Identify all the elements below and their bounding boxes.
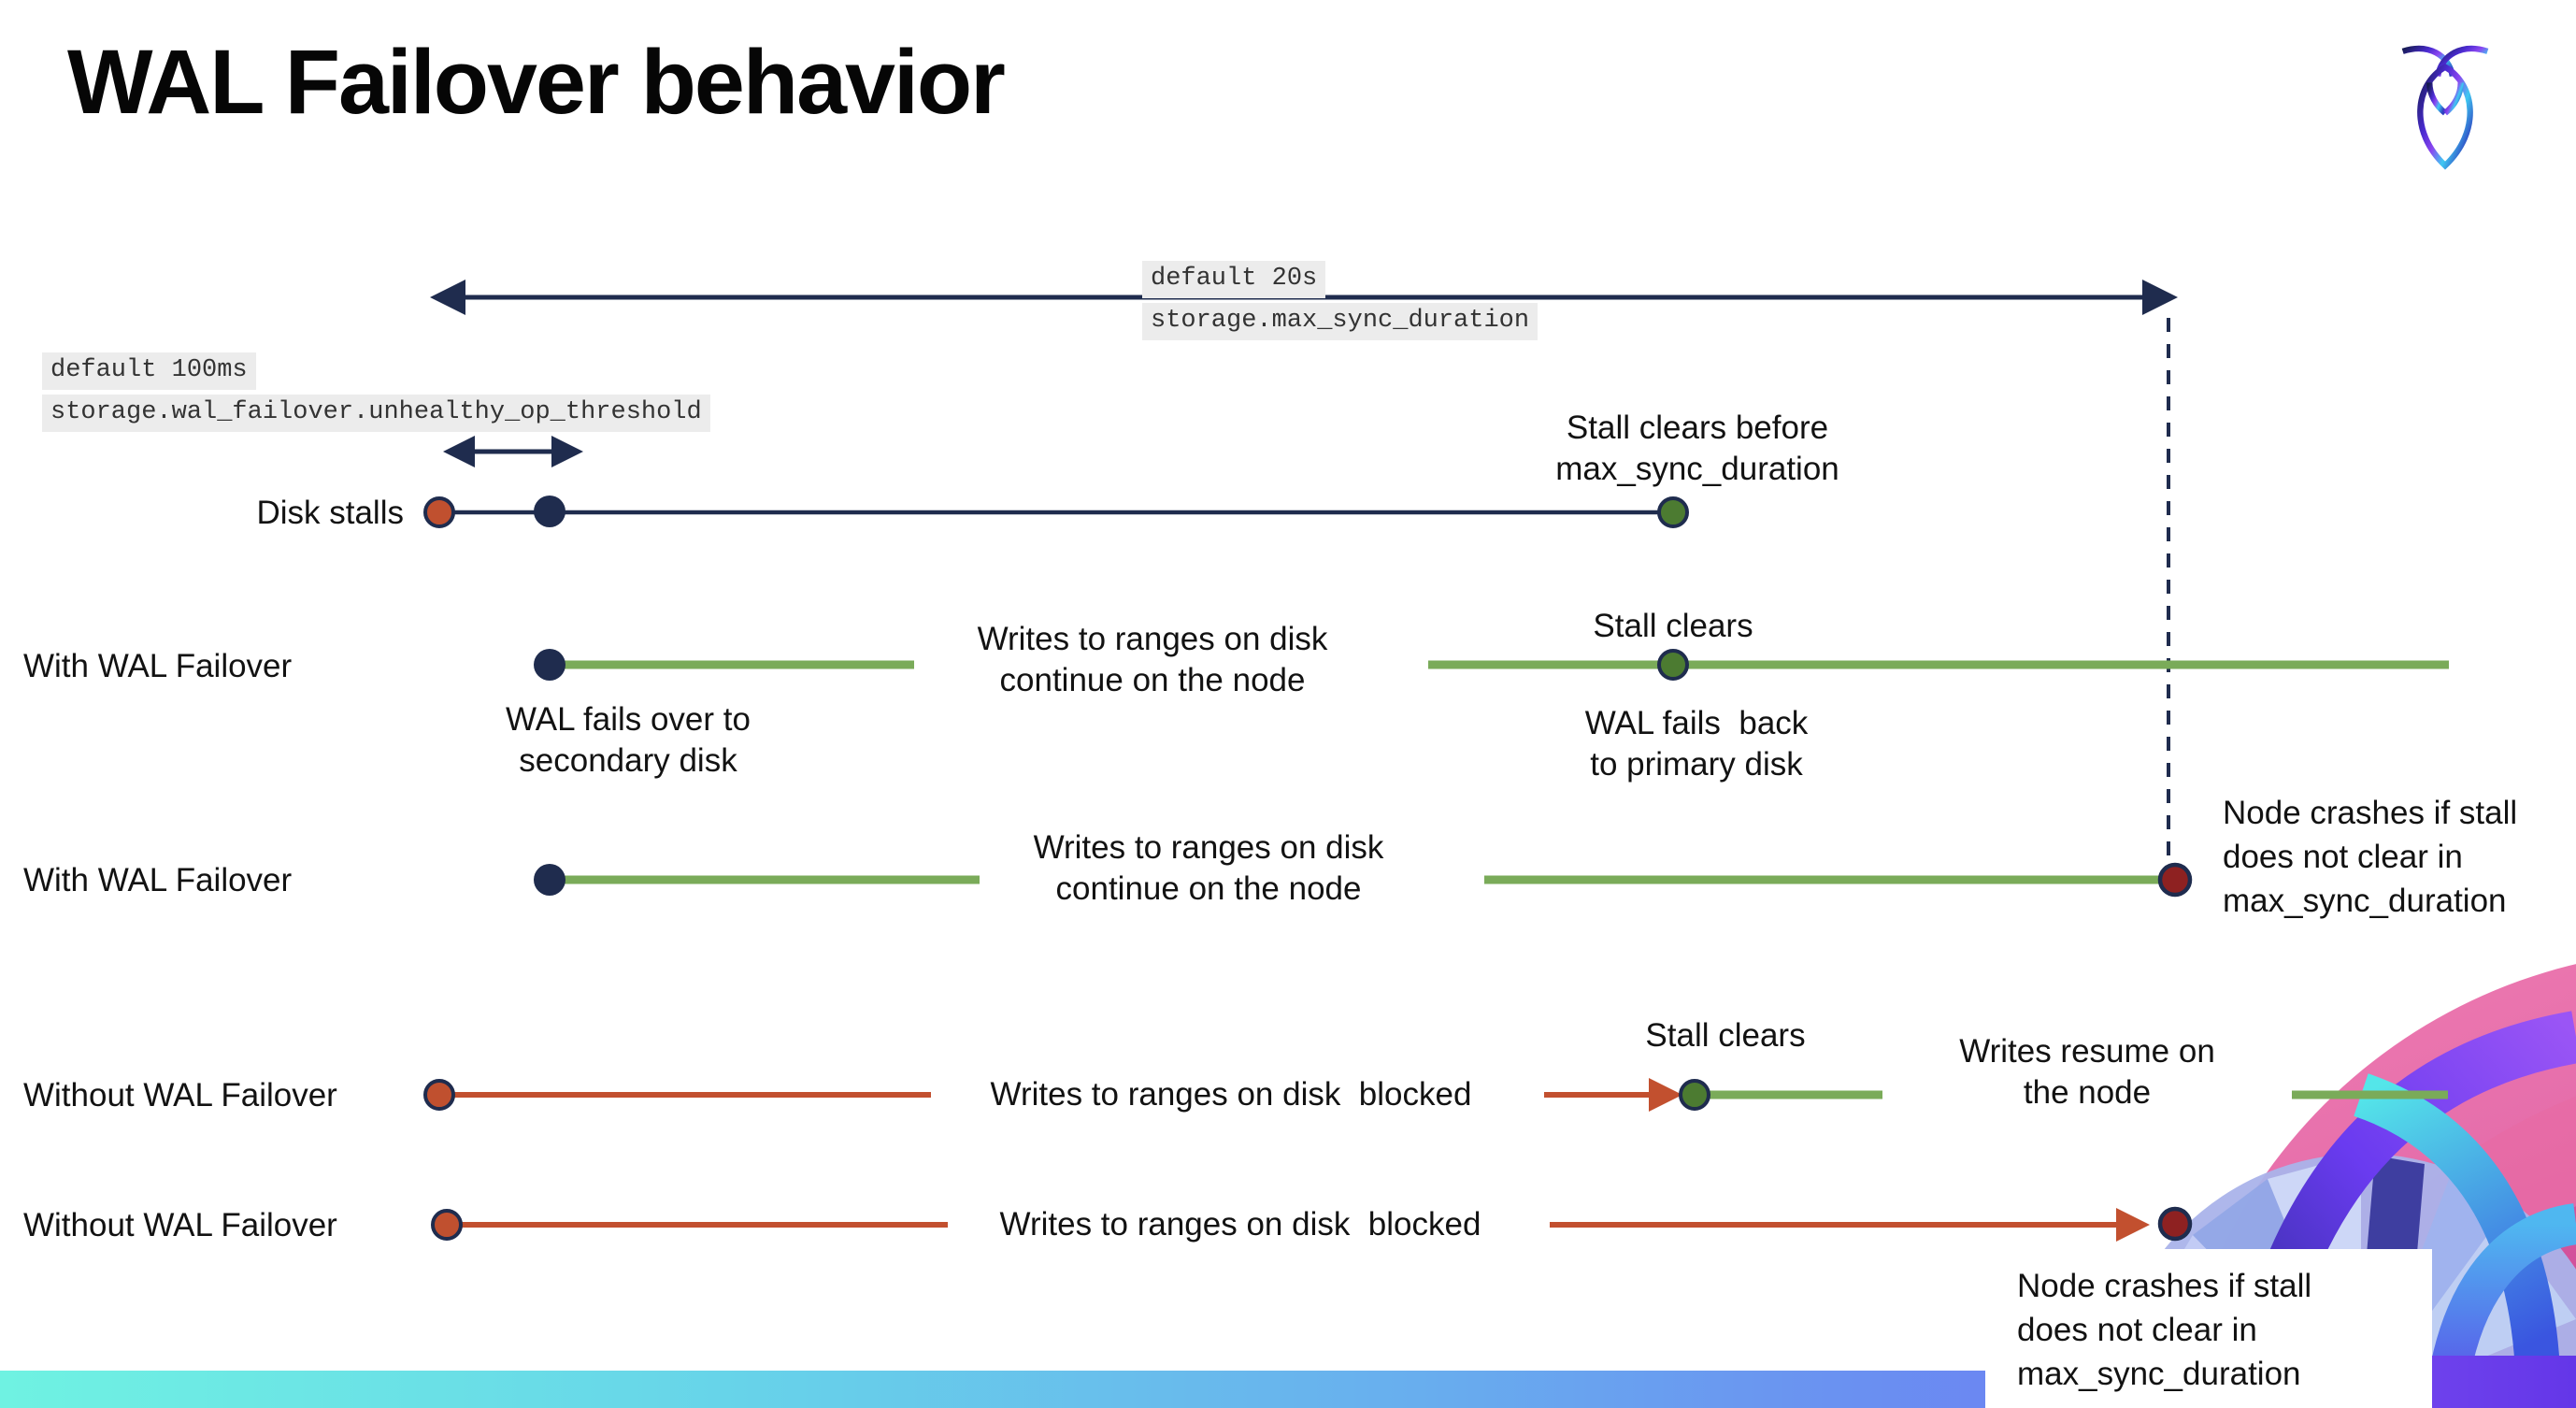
crash-dot <box>2157 862 2193 898</box>
arrowhead-left-icon <box>443 436 475 467</box>
callout-writes-blocked-1: Writes to ranges on disk blocked <box>990 1076 1472 1113</box>
cockroachdb-logo-icon <box>2401 45 2489 170</box>
callout-wal-fails-over: WAL fails over to secondary disk <box>506 701 751 779</box>
disk-stall-start-dot <box>431 1209 463 1241</box>
callout-writes-blocked-2: Writes to ranges on disk blocked <box>999 1206 1481 1243</box>
failover-threshold-dot <box>534 496 565 527</box>
failover-dot <box>534 649 565 681</box>
callout-stall-clears-1: Stall clears <box>1593 608 1753 644</box>
max-sync-setting-name: storage.max_sync_duration <box>1142 303 1538 340</box>
row-label-disk-stalls: Disk stalls <box>256 495 404 531</box>
red-arrowhead-icon <box>2116 1208 2150 1242</box>
page-title: WAL Failover behavior <box>67 31 1006 133</box>
unhealthy-op-default-label: default 100ms <box>42 352 256 390</box>
callout-wal-fails-back: WAL fails back to primary disk <box>1584 705 1809 783</box>
unhealthy-threshold-arrow <box>443 436 583 467</box>
row-label-with-wal-failover-1: With WAL Failover <box>23 648 293 684</box>
stall-clear-dot <box>1657 649 1689 681</box>
crash-dot <box>2157 1206 2193 1242</box>
disk-stall-start-dot <box>423 496 455 528</box>
max-sync-annotation: default 20s storage.max_sync_duration <box>1142 261 1538 340</box>
crash-note-box: Node crashes if stall does not clear in … <box>1985 1249 2432 1408</box>
red-arrowhead-icon <box>1649 1078 1682 1112</box>
row-label-without-wal-failover-1: Without WAL Failover <box>23 1077 337 1113</box>
row-label-with-wal-failover-2: With WAL Failover <box>23 862 293 898</box>
failover-dot <box>534 864 565 896</box>
callout-writes-resume: Writes resume on the node <box>1959 1033 2215 1111</box>
disk-stall-start-dot <box>423 1079 455 1111</box>
arrowhead-right-icon <box>551 436 583 467</box>
unhealthy-op-annotation: default 100ms storage.wal_failover.unhea… <box>42 352 710 432</box>
stall-clear-dot <box>1657 496 1689 528</box>
row-label-without-wal-failover-2: Without WAL Failover <box>23 1207 337 1243</box>
arrowhead-left-icon <box>430 280 465 315</box>
callout-stall-clears-2: Stall clears <box>1645 1017 1806 1054</box>
callout-stall-clears-before: Stall clears before max_sync_duration <box>1555 409 1839 487</box>
arrowhead-right-icon <box>2142 280 2178 315</box>
callout-writes-continue-1: Writes to ranges on disk continue on the… <box>977 621 1328 698</box>
stall-clear-dot <box>1679 1079 1710 1111</box>
callout-writes-continue-2: Writes to ranges on disk continue on the… <box>1033 829 1384 907</box>
callout-node-crashes-2: Node crashes if stall does not clear in … <box>2017 1268 2312 1392</box>
max-sync-default-label: default 20s <box>1142 261 1326 298</box>
callout-node-crashes-1: Node crashes if stall does not clear in … <box>2223 795 2518 919</box>
unhealthy-op-setting-name: storage.wal_failover.unhealthy_op_thresh… <box>42 395 710 432</box>
